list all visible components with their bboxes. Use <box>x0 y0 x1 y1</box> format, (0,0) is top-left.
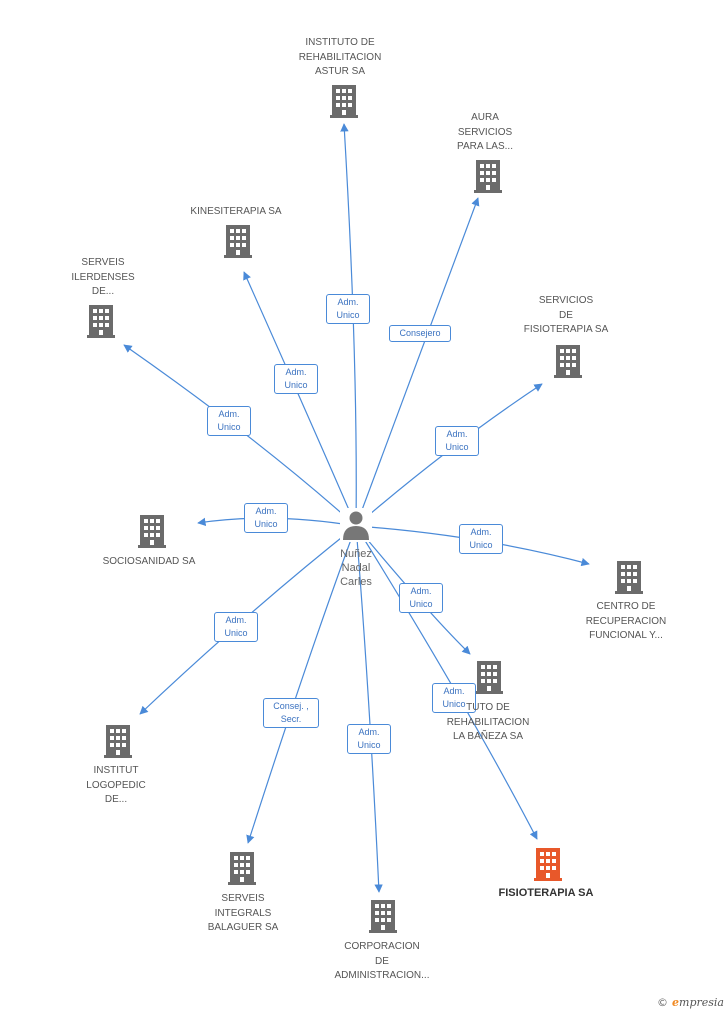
edge-corporacion-admin <box>355 525 383 893</box>
relation-label-kinesiterapia[interactable]: Adm. Unico <box>274 364 318 394</box>
building-icon[interactable] <box>369 900 397 933</box>
edge-kinesiterapia <box>243 271 357 527</box>
brand-e: e <box>672 996 680 1009</box>
empresia-logo: ©empresia <box>657 996 724 1009</box>
relation-label-serveis-integrals[interactable]: Consej. , Secr. <box>263 698 319 728</box>
brand-rest: mpresia <box>679 996 724 1009</box>
person-icon[interactable] <box>343 511 369 541</box>
relation-label-corporacion-admin[interactable]: Adm. Unico <box>347 724 391 754</box>
company-label-servicios-fisioterapia[interactable]: SERVICIOS DE FISIOTERAPIA SA <box>523 295 609 335</box>
company-label-aura-servicios[interactable]: AURA SERVICIOS PARA LAS... <box>457 112 513 152</box>
person-name[interactable]: Nuñez Nadal Carles <box>340 548 372 588</box>
relation-label-fisioterapia[interactable]: Adm. Unico <box>432 683 476 713</box>
building-icon[interactable] <box>87 305 115 338</box>
building-icon[interactable] <box>554 345 582 378</box>
relation-label-institut-logopedic[interactable]: Adm. Unico <box>214 612 258 642</box>
building-icon[interactable] <box>475 661 503 694</box>
copyright-symbol: © <box>657 996 669 1009</box>
company-label-sociosanidad[interactable]: SOCIOSANIDAD SA <box>102 556 196 567</box>
relation-label-serveis-ilerdenses[interactable]: Adm. Unico <box>207 406 251 436</box>
building-icon[interactable] <box>534 848 562 881</box>
relation-label-instituto-rehab-astur[interactable]: Adm. Unico <box>326 294 370 324</box>
edge-serveis-ilerdenses <box>123 344 357 527</box>
company-label-instituto-rehab-astur[interactable]: INSTITUTO DE REHABILITACION ASTUR SA <box>298 37 382 77</box>
company-label-fisioterapia[interactable]: FISIOTERAPIA SA <box>498 887 594 899</box>
company-label-corporacion-admin[interactable]: CORPORACION DE ADMINISTRACION... <box>334 941 430 981</box>
company-label-kinesiterapia[interactable]: KINESITERAPIA SA <box>190 206 282 217</box>
company-label-serveis-ilerdenses[interactable]: SERVEIS ILERDENSES DE... <box>71 257 135 297</box>
building-icon[interactable] <box>138 515 166 548</box>
edge-instituto-rehab-astur <box>340 123 357 527</box>
building-icon[interactable] <box>615 561 643 594</box>
company-label-centro-recuperacion[interactable]: CENTRO DE RECUPERACION FUNCIONAL Y... <box>585 601 667 641</box>
relation-label-instituto-rehab-baneza[interactable]: Adm. Unico <box>399 583 443 613</box>
building-icon[interactable] <box>474 160 502 193</box>
relation-label-aura-servicios[interactable]: Consejero <box>389 325 451 342</box>
relation-label-centro-recuperacion[interactable]: Adm. Unico <box>459 524 503 554</box>
edge-serveis-integrals <box>246 525 357 844</box>
building-icon[interactable] <box>330 85 358 118</box>
relation-label-sociosanidad[interactable]: Adm. Unico <box>244 503 288 533</box>
relation-label-servicios-fisioterapia[interactable]: Adm. Unico <box>435 426 479 456</box>
building-icon[interactable] <box>224 225 252 258</box>
company-label-serveis-integrals[interactable]: SERVEIS INTEGRALS BALAGUER SA <box>207 893 279 933</box>
edge-aura-servicios <box>355 197 480 527</box>
company-label-institut-logopedic[interactable]: INSTITUT LOGOPEDIC DE... <box>86 765 146 805</box>
company-label-instituto-rehab-baneza[interactable]: TUTO DE REHABILITACION LA BAÑEZA SA <box>446 702 530 742</box>
building-icon[interactable] <box>104 725 132 758</box>
building-icon[interactable] <box>228 852 256 885</box>
